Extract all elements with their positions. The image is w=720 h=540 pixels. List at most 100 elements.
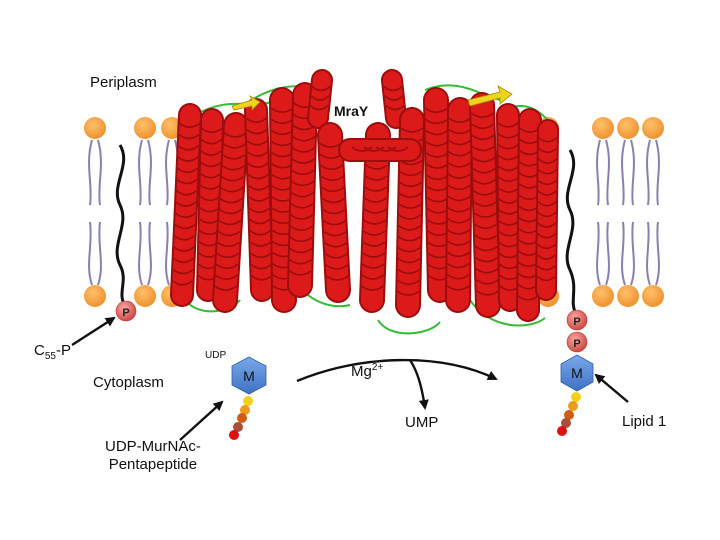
lipid-tail bbox=[138, 139, 143, 206]
helix-turn bbox=[223, 143, 247, 149]
alpha-helix bbox=[244, 98, 274, 302]
lipid-tail bbox=[605, 139, 610, 206]
helix-turn bbox=[385, 104, 405, 111]
helix-turn bbox=[362, 230, 386, 236]
phosphate-glyph: P bbox=[122, 307, 129, 319]
helix-turn bbox=[364, 186, 388, 192]
helix-turn bbox=[446, 273, 470, 280]
udp-murnac-label: UDP-MurNAc- Pentapeptide bbox=[105, 438, 201, 474]
helix-turn bbox=[537, 233, 557, 239]
helix-turn bbox=[325, 275, 349, 281]
peptide-residue bbox=[237, 413, 247, 423]
lipid1-pointer-arrow bbox=[594, 373, 629, 403]
helix-turn bbox=[447, 229, 471, 235]
helix-turn bbox=[472, 168, 496, 174]
reaction-arrow bbox=[296, 358, 498, 383]
helix-turn bbox=[398, 214, 422, 220]
c55p-pointer-arrow bbox=[71, 316, 116, 347]
helix-turn bbox=[177, 167, 198, 174]
phosphate-ball-1 bbox=[566, 309, 588, 331]
helix-turn bbox=[537, 190, 557, 196]
helix-turn bbox=[176, 178, 198, 185]
lipid-tail bbox=[165, 221, 170, 286]
udp-pointer-arrow bbox=[179, 400, 224, 441]
helix-turn bbox=[214, 285, 238, 291]
helix-turn bbox=[246, 140, 268, 146]
helix-turn bbox=[323, 219, 347, 226]
peptide-residue bbox=[233, 422, 243, 432]
helix-turn bbox=[292, 136, 316, 142]
helix-body bbox=[319, 124, 349, 301]
helix-turn bbox=[538, 137, 558, 143]
lipid-head bbox=[617, 285, 639, 307]
helix-turn bbox=[448, 151, 471, 157]
helix-body bbox=[309, 71, 331, 127]
lipid-tail bbox=[138, 221, 143, 286]
helix-turn bbox=[498, 187, 520, 193]
protein-name-label: MraY bbox=[334, 103, 369, 119]
helix-turn bbox=[399, 181, 423, 188]
helix-turn bbox=[291, 169, 315, 176]
udp-murnac-pentapeptide: M bbox=[229, 356, 267, 440]
helix-turn bbox=[222, 154, 246, 160]
peptide-residue bbox=[571, 392, 581, 402]
helix-turn bbox=[320, 164, 344, 171]
helix-turn bbox=[447, 251, 470, 258]
alpha-helix bbox=[469, 92, 501, 318]
helix-turn bbox=[221, 176, 245, 182]
helix-turn bbox=[309, 104, 329, 111]
helix-turn bbox=[475, 279, 499, 285]
helix-turn bbox=[397, 268, 421, 275]
lipid-head bbox=[617, 117, 639, 139]
peptide-residue bbox=[240, 405, 250, 415]
lipid-head bbox=[592, 285, 614, 307]
phosphate-glyph-2: P bbox=[573, 338, 580, 350]
alpha-helix bbox=[212, 112, 249, 313]
c55p-label: C55-P bbox=[34, 342, 71, 362]
helix-turn bbox=[200, 173, 222, 179]
helix-turn bbox=[398, 192, 422, 198]
helix-turn bbox=[321, 197, 345, 204]
helix-turn bbox=[383, 85, 403, 92]
helix-turn bbox=[497, 144, 519, 150]
helix-turn bbox=[397, 257, 421, 264]
lipid-tail bbox=[88, 139, 93, 206]
phosphate-ball bbox=[115, 300, 137, 322]
helix-turn bbox=[248, 196, 270, 202]
helix-turn bbox=[361, 263, 385, 269]
helix-turn bbox=[175, 212, 196, 219]
udp-murnac-line1: UDP-MurNAc- bbox=[105, 438, 201, 455]
periplasm-label: Periplasm bbox=[90, 74, 157, 91]
helix-body bbox=[361, 124, 389, 311]
helix-turn bbox=[474, 245, 498, 252]
lipid-head bbox=[84, 285, 106, 307]
loop-segment bbox=[377, 319, 441, 335]
helix-turn bbox=[537, 179, 557, 186]
lipid-head bbox=[134, 285, 156, 307]
helix-turn bbox=[384, 95, 404, 101]
helix-turn bbox=[447, 218, 471, 224]
helix-turn bbox=[292, 147, 315, 153]
helix-turn bbox=[214, 274, 238, 280]
helix-turn bbox=[289, 247, 313, 254]
helix-turn bbox=[178, 145, 199, 151]
helix-body bbox=[498, 105, 520, 310]
lipid-head bbox=[592, 117, 614, 139]
alpha-helix bbox=[196, 108, 224, 302]
helix-turn bbox=[322, 208, 346, 215]
helix-turn bbox=[174, 223, 196, 230]
murnac-glyph: M bbox=[243, 368, 255, 384]
c55-label-tail: -P bbox=[55, 342, 71, 359]
lipid-tail bbox=[97, 139, 102, 206]
helix-turn bbox=[323, 230, 347, 237]
helix-turn bbox=[375, 146, 397, 152]
helix-turn bbox=[223, 132, 247, 138]
helix-turn bbox=[538, 158, 558, 164]
helix-turn bbox=[291, 158, 315, 164]
arrows bbox=[71, 316, 629, 441]
helix-turn bbox=[447, 184, 471, 191]
helix-turn bbox=[424, 107, 448, 113]
helix-turn bbox=[474, 234, 498, 241]
phosphate-ball-2 bbox=[566, 331, 588, 353]
